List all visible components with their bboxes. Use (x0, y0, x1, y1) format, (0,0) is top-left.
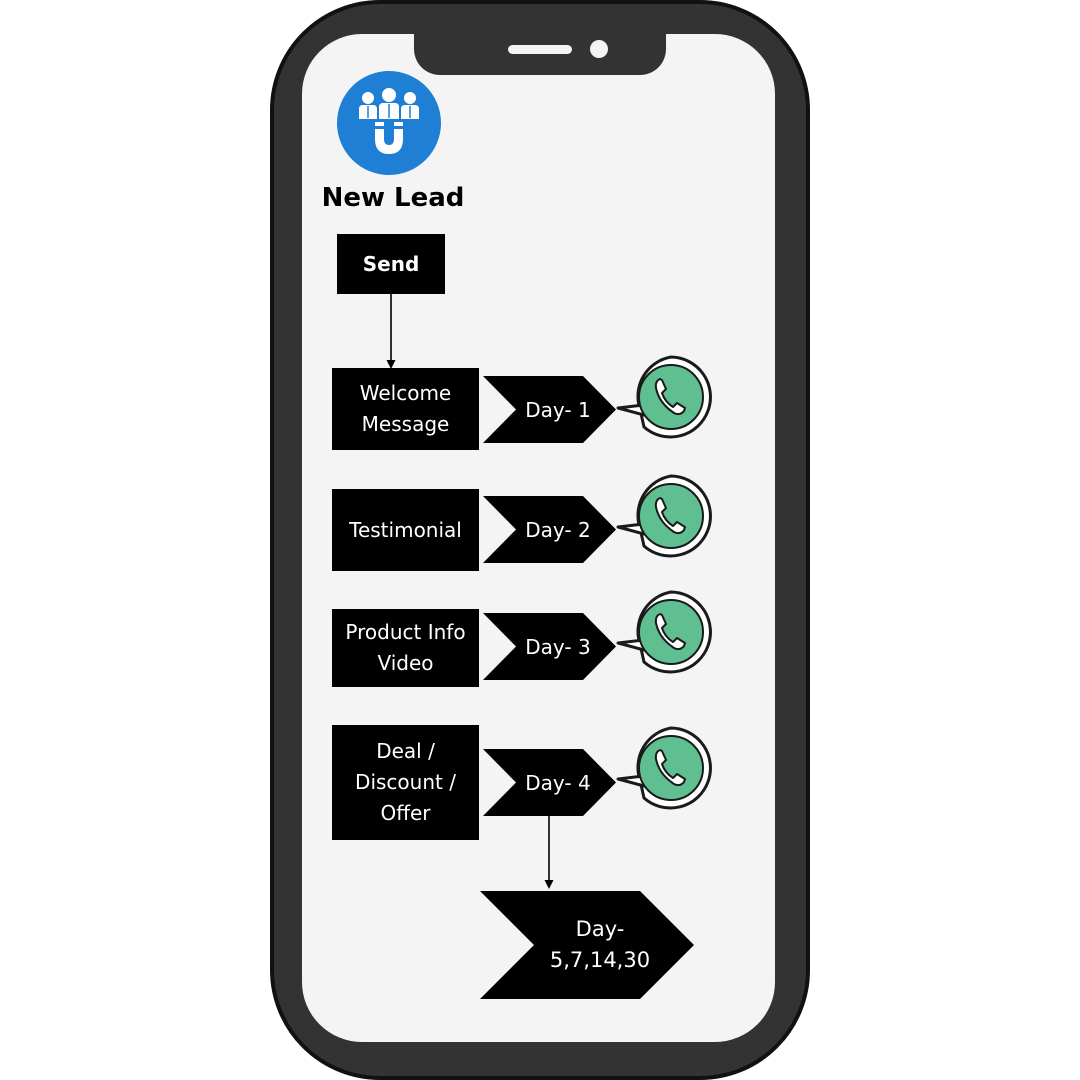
step-4-day-label: Day- 4 (525, 770, 591, 795)
step-2-message-box: Testimonial (332, 489, 479, 571)
step-4-message-box: Deal / Discount / Offer (332, 725, 479, 840)
step-4-day-chevron (483, 749, 616, 816)
day4-to-final-arrow (544, 816, 554, 889)
step-3-day-label: Day- 3 (525, 634, 591, 659)
final-day-chevron (480, 891, 694, 999)
phone-speaker (508, 45, 572, 54)
send-step-box: Send (337, 234, 445, 294)
whatsapp-icon (616, 726, 712, 810)
lead-magnet-people-icon (337, 71, 441, 175)
step-1-day-label: Day- 1 (525, 397, 591, 422)
step-2-day-chevron (483, 496, 616, 563)
step-3-day-chevron (483, 613, 616, 680)
step-3-message-box: Product Info Video (332, 609, 479, 687)
final-day-label-line1: Day- (575, 917, 625, 941)
step-1-day-chevron (483, 376, 616, 443)
diagram-title: New Lead (321, 183, 465, 213)
step-1-message-box: Welcome Message (332, 368, 479, 450)
final-day-label: Day- 5,7,14,30 (530, 914, 670, 976)
final-day-label-line2: 5,7,14,30 (549, 948, 651, 972)
send-to-welcome-arrow (386, 294, 396, 369)
whatsapp-icon (616, 590, 712, 674)
phone-camera (590, 40, 608, 58)
step-2-day-label: Day- 2 (525, 517, 591, 542)
whatsapp-icon (616, 355, 712, 439)
whatsapp-icon (616, 474, 712, 558)
